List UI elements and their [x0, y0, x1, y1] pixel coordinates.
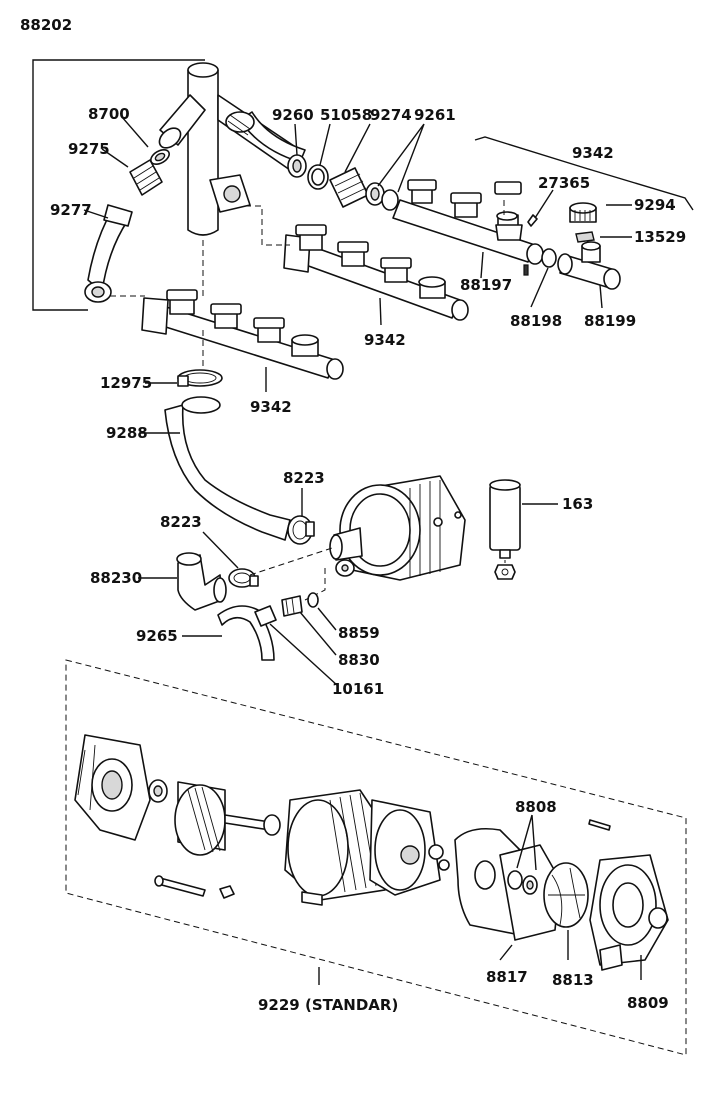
pump-assembly: [329, 475, 466, 581]
screw-right: [588, 819, 611, 831]
label-9265: 9265: [136, 627, 178, 645]
label-51058: 51058: [320, 106, 372, 124]
clamp-8223-a: [287, 515, 315, 545]
label-8223-b: 8223: [160, 513, 202, 531]
ring-9260: [287, 154, 307, 178]
motor-case: [369, 799, 450, 896]
label-9275: 9275: [68, 140, 110, 158]
label-8859: 8859: [338, 624, 380, 642]
ring-51058: [307, 164, 329, 190]
label-13529: 13529: [634, 228, 686, 246]
label-9261: 9261: [414, 106, 456, 124]
connection-dash-1: [245, 205, 290, 246]
manifold-9342-middle: [283, 224, 469, 321]
manifold-88197: [392, 179, 544, 265]
fitting-10161: [254, 605, 277, 627]
tee-right-pipe: [225, 111, 306, 163]
bearing-rotor: [263, 814, 281, 836]
label-8809: 8809: [627, 994, 669, 1012]
elbow-88230: [176, 552, 227, 611]
label-9260: 9260: [272, 106, 314, 124]
label-9342-top: 9342: [572, 144, 614, 162]
label-88198: 88198: [510, 312, 562, 330]
label-88202: 88202: [20, 16, 72, 34]
nut-9275: [129, 159, 163, 196]
label-9229: 9229 (STANDAR): [258, 996, 398, 1014]
bearing-left: [148, 779, 168, 803]
bearings-8808: [507, 870, 538, 895]
nut-small: [219, 885, 235, 899]
label-88230: 88230: [90, 569, 142, 587]
fitting-8830: [281, 595, 303, 617]
label-88197: 88197: [460, 276, 512, 294]
clip-13529: [575, 231, 595, 243]
label-9294: 9294: [634, 196, 676, 214]
label-8223-a: 8223: [283, 469, 325, 487]
label-8830: 8830: [338, 651, 380, 669]
knob-9294: [569, 202, 597, 223]
rotor: [174, 781, 271, 856]
bracket-9342-top: [474, 136, 694, 211]
end-housing-left: [74, 734, 151, 841]
clamp-12975: [177, 369, 223, 387]
bracket-88202: [32, 59, 205, 311]
label-8817: 8817: [486, 968, 528, 986]
box-9229: [65, 659, 687, 1056]
part-labels: 88202 8700 9275 9277 9260 51058 9274 926…: [20, 16, 686, 1014]
label-9288: 9288: [106, 424, 148, 442]
stator: [284, 789, 391, 906]
label-8700: 8700: [88, 105, 130, 123]
hose-9288: [164, 396, 291, 541]
oring-88198: [541, 248, 557, 268]
label-9277: 9277: [50, 201, 92, 219]
label-88199: 88199: [584, 312, 636, 330]
connection-dash-5: [249, 546, 336, 576]
label-9342-low: 9342: [250, 398, 292, 416]
leader-lines: [83, 116, 642, 985]
label-163: 163: [562, 495, 593, 513]
bolt-long: [154, 875, 206, 897]
label-9342-mid: 9342: [364, 331, 406, 349]
clamp-8223-b: [228, 568, 259, 588]
endcap-88199: [557, 241, 621, 290]
manifold-9342-lower: [141, 289, 344, 380]
label-8813: 8813: [552, 971, 594, 989]
rings-9261: [365, 182, 399, 211]
label-9274: 9274: [370, 106, 412, 124]
washer-8859: [307, 592, 319, 608]
label-8808: 8808: [515, 798, 557, 816]
connection-dash-6: [304, 568, 326, 601]
ring-8700: [150, 148, 170, 166]
label-27365: 27365: [538, 174, 590, 192]
tee-connector: [209, 174, 251, 213]
impeller-8813: [543, 862, 589, 928]
label-10161: 10161: [332, 680, 384, 698]
screw-small: [523, 264, 529, 276]
label-12975: 12975: [100, 374, 152, 392]
clamp-9274: [329, 167, 369, 208]
pump-housing-8809: [589, 854, 669, 971]
elbow-9277: [84, 204, 133, 303]
filter-163: [489, 479, 521, 580]
